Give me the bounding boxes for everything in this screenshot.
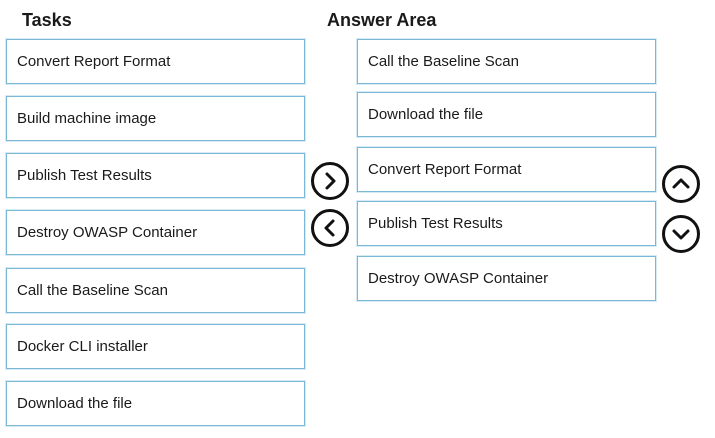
- answer-item[interactable]: Download the file: [357, 92, 656, 137]
- answer-item[interactable]: Destroy OWASP Container: [357, 256, 656, 301]
- chevron-up-icon: [672, 178, 690, 189]
- task-item[interactable]: Docker CLI installer: [6, 324, 305, 369]
- answer-item[interactable]: Publish Test Results: [357, 201, 656, 246]
- task-item[interactable]: Convert Report Format: [6, 39, 305, 84]
- task-item[interactable]: Publish Test Results: [6, 153, 305, 198]
- move-right-button[interactable]: [311, 162, 349, 200]
- tasks-heading: Tasks: [22, 10, 72, 30]
- chevron-left-icon: [324, 219, 335, 237]
- task-item[interactable]: Download the file: [6, 381, 305, 426]
- chevron-right-icon: [325, 172, 336, 190]
- answer-item[interactable]: Convert Report Format: [357, 147, 656, 192]
- move-up-button[interactable]: [662, 165, 700, 203]
- task-item[interactable]: Destroy OWASP Container: [6, 210, 305, 255]
- move-down-button[interactable]: [662, 215, 700, 253]
- task-item[interactable]: Call the Baseline Scan: [6, 268, 305, 313]
- answer-item[interactable]: Call the Baseline Scan: [357, 39, 656, 84]
- chevron-down-icon: [672, 229, 690, 240]
- task-item[interactable]: Build machine image: [6, 96, 305, 141]
- answer-area-heading: Answer Area: [327, 10, 437, 30]
- move-left-button[interactable]: [311, 209, 349, 247]
